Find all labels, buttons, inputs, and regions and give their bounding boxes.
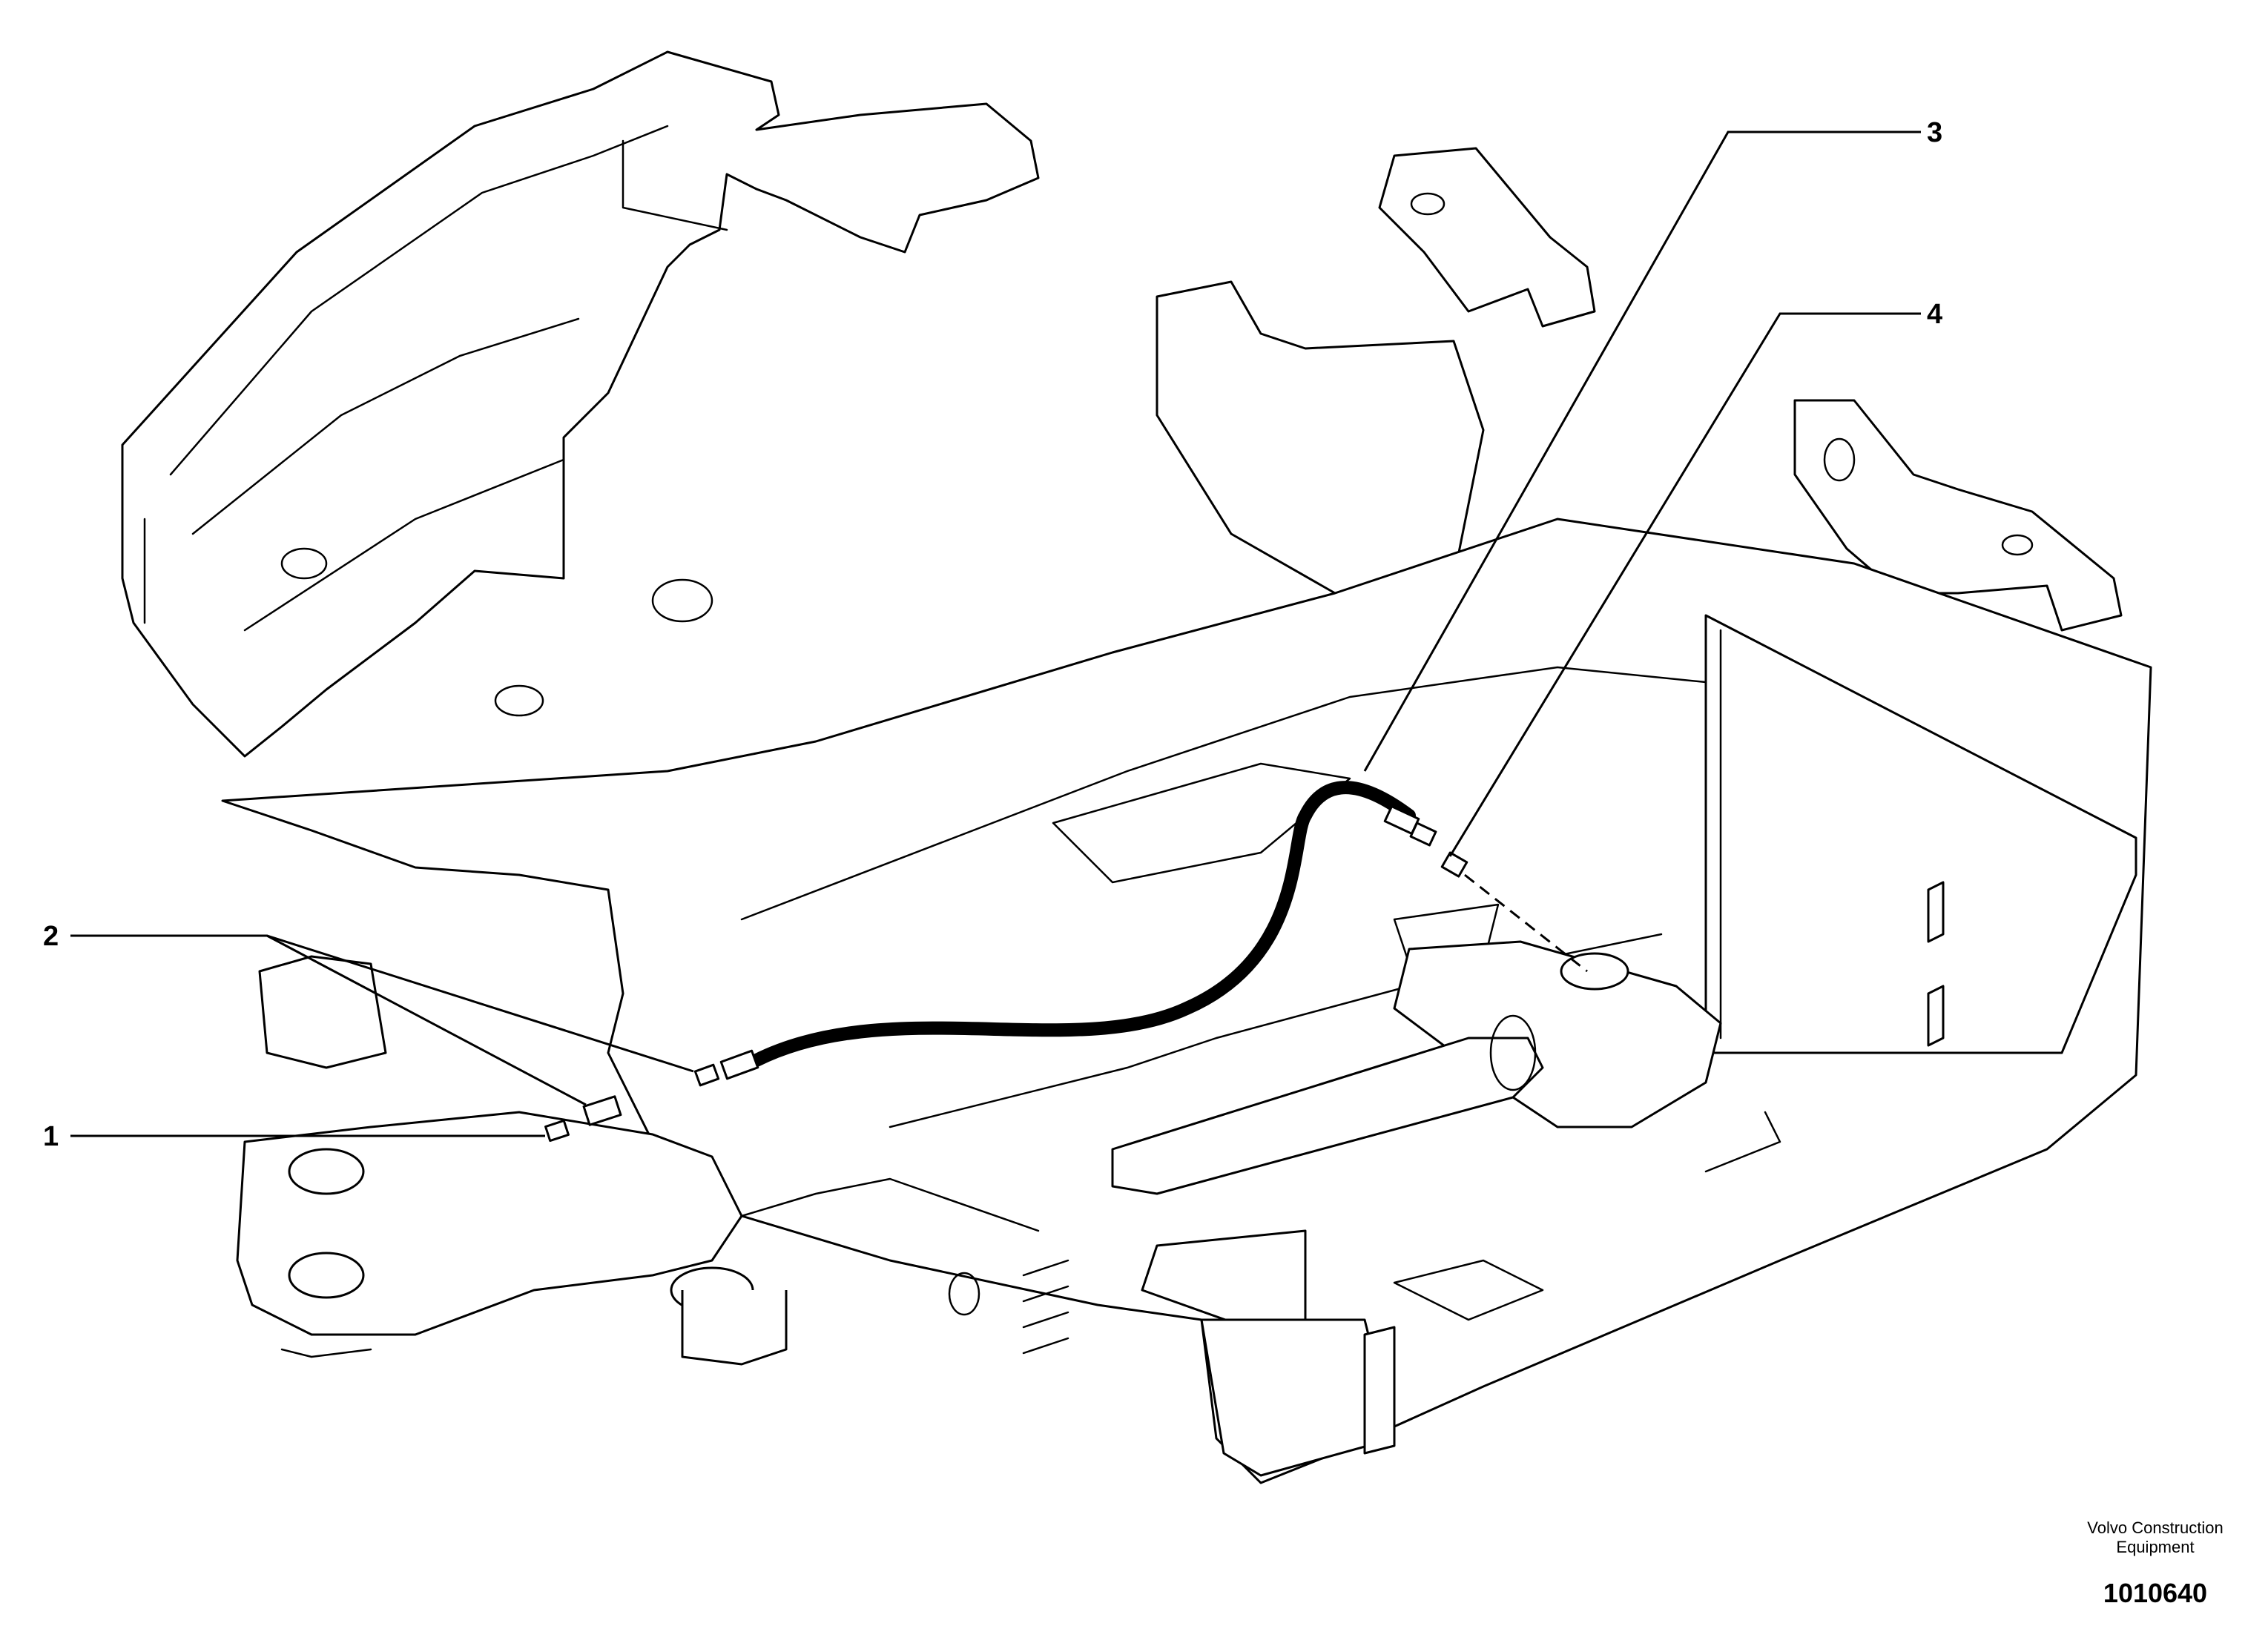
callout-3: 3 [1927,117,1942,148]
swing-bracket [236,955,788,1366]
upper-frame [121,50,1040,758]
leader-lines [70,130,1921,1137]
callout-2: 2 [43,921,59,952]
leader-2b [266,934,587,1106]
right-bracket-assembly [1156,147,2123,632]
callout-1: 1 [43,1121,59,1152]
manufacturer-label: Volvo Construction Equipment [2074,1518,2237,1557]
lower-chassis [221,518,2152,1484]
swing-cylinder [1111,940,1722,1195]
leader-4 [1448,312,1921,857]
figure-number: 1010640 [2103,1578,2208,1608]
leader-3 [1363,130,1921,772]
callout-4: 4 [1927,299,1942,330]
grease-hose [693,781,1588,1087]
manufacturer-line-1: Volvo Construction [2087,1518,2224,1537]
loose-fittings [544,1095,622,1143]
manufacturer-line-2: Equipment [2116,1538,2195,1556]
